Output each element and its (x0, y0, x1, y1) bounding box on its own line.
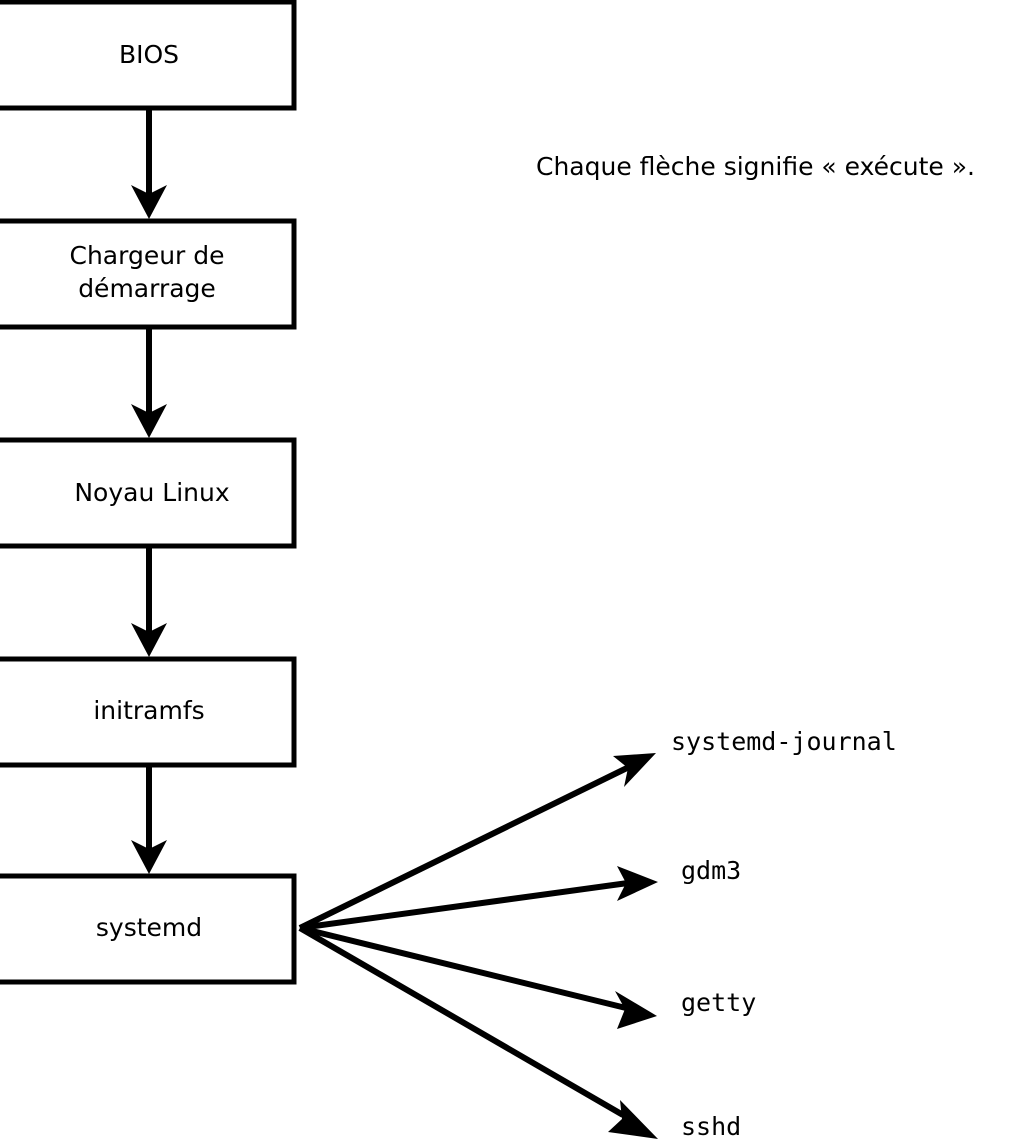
arrowhead-systemd-to-getty (615, 991, 657, 1029)
arrow-kernel-to-initramfs (131, 548, 167, 657)
node-bios-label: BIOS (119, 40, 179, 69)
arrow-systemd-to-sshd (298, 925, 658, 1139)
node-bios-box (0, 0, 297, 111)
arrow-bootloader-to-kernel (131, 329, 167, 438)
arrow-meaning-annotation: Chaque flèche signifie « exécute ». (536, 152, 975, 181)
node-bootloader-box (0, 218, 297, 330)
arrowhead-systemd-to-gdm3 (617, 866, 658, 901)
node-initramfs-box (0, 656, 297, 768)
service-label-systemd-journal[interactable]: systemd-journal (671, 727, 897, 756)
arrow-bios-to-bootloader (131, 110, 167, 219)
node-kernel[interactable]: Noyau Linux (0, 437, 297, 549)
node-bootloader-label-line-2: démarrage (78, 274, 216, 303)
arrow-systemd-to-gdm3 (299, 866, 658, 931)
arrowhead-initramfs-to-systemd (131, 840, 167, 874)
node-bios[interactable]: BIOS (0, 0, 297, 111)
service-label-gdm3[interactable]: gdm3 (681, 856, 741, 885)
arrow-systemd-to-systemd-journal (298, 753, 656, 931)
arrow-initramfs-to-systemd (131, 765, 167, 874)
arrowhead-systemd-to-sshd (608, 1100, 658, 1139)
service-label-getty[interactable]: getty (681, 988, 756, 1017)
arrow-systemd-to-getty (299, 925, 657, 1029)
node-initramfs[interactable]: initramfs (0, 656, 297, 768)
node-initramfs-label: initramfs (93, 696, 204, 725)
node-kernel-box (0, 437, 297, 549)
arrowhead-kernel-to-initramfs (131, 623, 167, 657)
arrowhead-bios-to-bootloader (131, 185, 167, 219)
node-bootloader-label-line-1: Chargeur de (69, 241, 224, 270)
node-systemd[interactable]: systemd (0, 873, 297, 985)
node-kernel-label: Noyau Linux (74, 478, 229, 507)
service-label-sshd[interactable]: sshd (681, 1112, 741, 1141)
node-systemd-box (0, 873, 297, 985)
node-systemd-label: systemd (96, 913, 202, 942)
arrowhead-systemd-to-systemd-journal (613, 753, 656, 787)
arrowhead-bootloader-to-kernel (131, 404, 167, 438)
node-bootloader[interactable]: Chargeur de démarrage (0, 218, 297, 330)
